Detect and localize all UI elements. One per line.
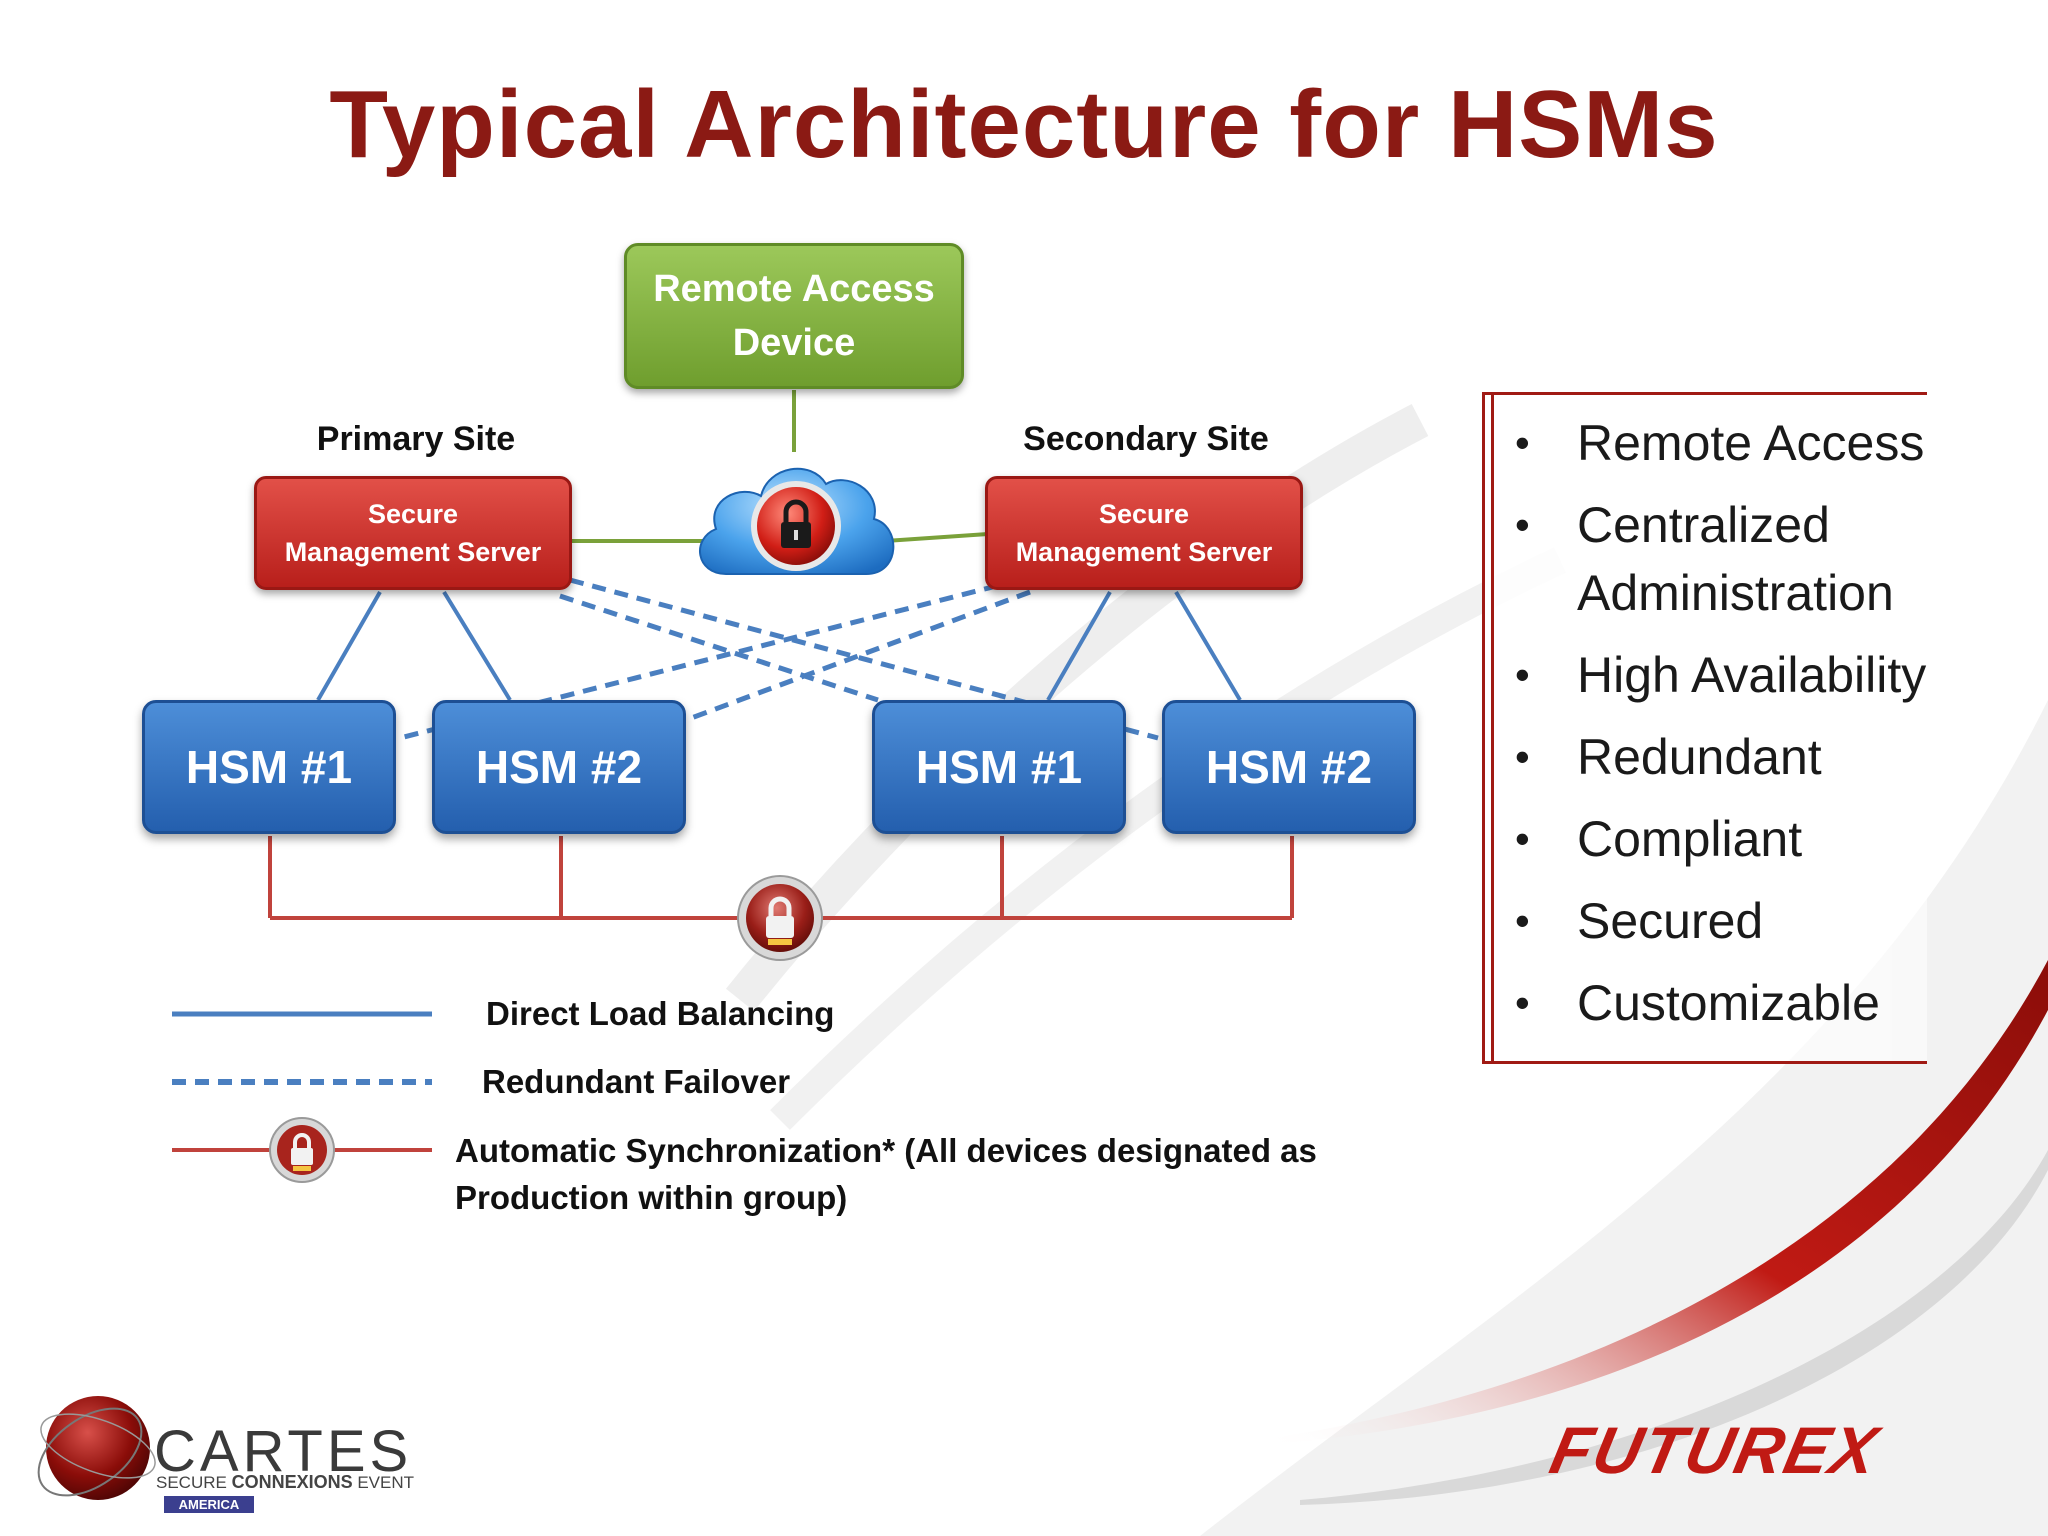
cartes-logo-text: CARTES [154,1419,413,1484]
primary-hsm-2: HSM #2 [432,700,686,834]
feature-label: Customizable [1577,975,1880,1031]
feature-label: Secured [1577,893,1764,949]
feature-list-box: • Remote Access • Centralized Administrati… [1482,392,1927,1064]
legend-sync-label: Automatic Synchronization* (All devices … [455,1132,1317,1216]
failover-line [685,589,1031,723]
direct-line [316,591,382,701]
legend-sync-lock-icon [269,1117,335,1183]
cartes-sub-secure: SECURE [156,1473,232,1492]
legend-direct-label: Direct Load Balancing [486,995,835,1032]
cartes-sub-connexions: CONNEXIONS [231,1472,353,1492]
secondary-management-server-label: Secure Management Server [1015,499,1273,567]
feature-label: Compliant [1577,811,1803,867]
list-item: • Centralized Administration [1515,491,1927,627]
bullet-icon: • [1515,419,1530,466]
page-title: Typical Architecture for HSMs [329,71,1719,178]
legend-failover-label: Redundant Failover [482,1063,791,1100]
legend-swatches [172,1011,432,1183]
list-item: • High Availability [1515,641,1927,709]
primary-management-server-label: Secure Management Server [284,499,542,567]
bullet-icon: • [1515,815,1530,862]
bullet-icon: • [1515,501,1530,548]
feature-label: High Availability [1577,647,1927,703]
primary-management-server: Secure Management Server [254,476,572,590]
secondary-management-server: Secure Management Server [985,476,1303,590]
list-item: • Remote Access [1515,409,1927,477]
cartes-sub-event: EVENT [352,1473,415,1492]
bullet-icon: • [1515,897,1530,944]
direct-line [1174,590,1242,702]
futurex-logo: FUTUREX [1544,1413,1886,1487]
secondary-site-label: Secondary Site [1023,420,1269,458]
secondary-hsm-2: HSM #2 [1162,700,1416,834]
cloud-to-secondary-line [885,532,989,543]
cartes-logo-subtitle: SECURE CONNEXIONS EVENT [156,1472,414,1493]
bullet-icon: • [1515,733,1530,780]
failover-line [559,593,879,703]
sync-lock-icon [737,875,823,961]
cartes-logo-badge: AMERICA [164,1496,254,1513]
list-item: • Redundant [1515,723,1927,791]
feature-list: • Remote Access • Centralized Administrati… [1485,395,1927,1037]
feature-label: Remote Access [1577,415,1925,471]
bullet-icon: • [1515,979,1530,1026]
remote-access-label: Remote Access Device [653,268,935,364]
cartes-sphere-icon [37,1396,156,1500]
list-item: • Compliant [1515,805,1927,873]
list-item: • Secured [1515,887,1927,955]
remote-access-device: Remote Access Device [624,243,964,389]
feature-label: Centralized Administration [1577,497,1894,621]
primary-hsm-1: HSM #1 [142,700,396,834]
direct-line [1046,591,1112,701]
list-item: • Customizable [1515,969,1927,1037]
bullet-icon: • [1515,651,1530,698]
direct-line [442,590,512,702]
cloud-lock-icon [699,467,895,575]
primary-site-label: Primary Site [316,420,516,458]
secondary-hsm-1: HSM #1 [872,700,1126,834]
feature-label: Redundant [1577,729,1822,785]
